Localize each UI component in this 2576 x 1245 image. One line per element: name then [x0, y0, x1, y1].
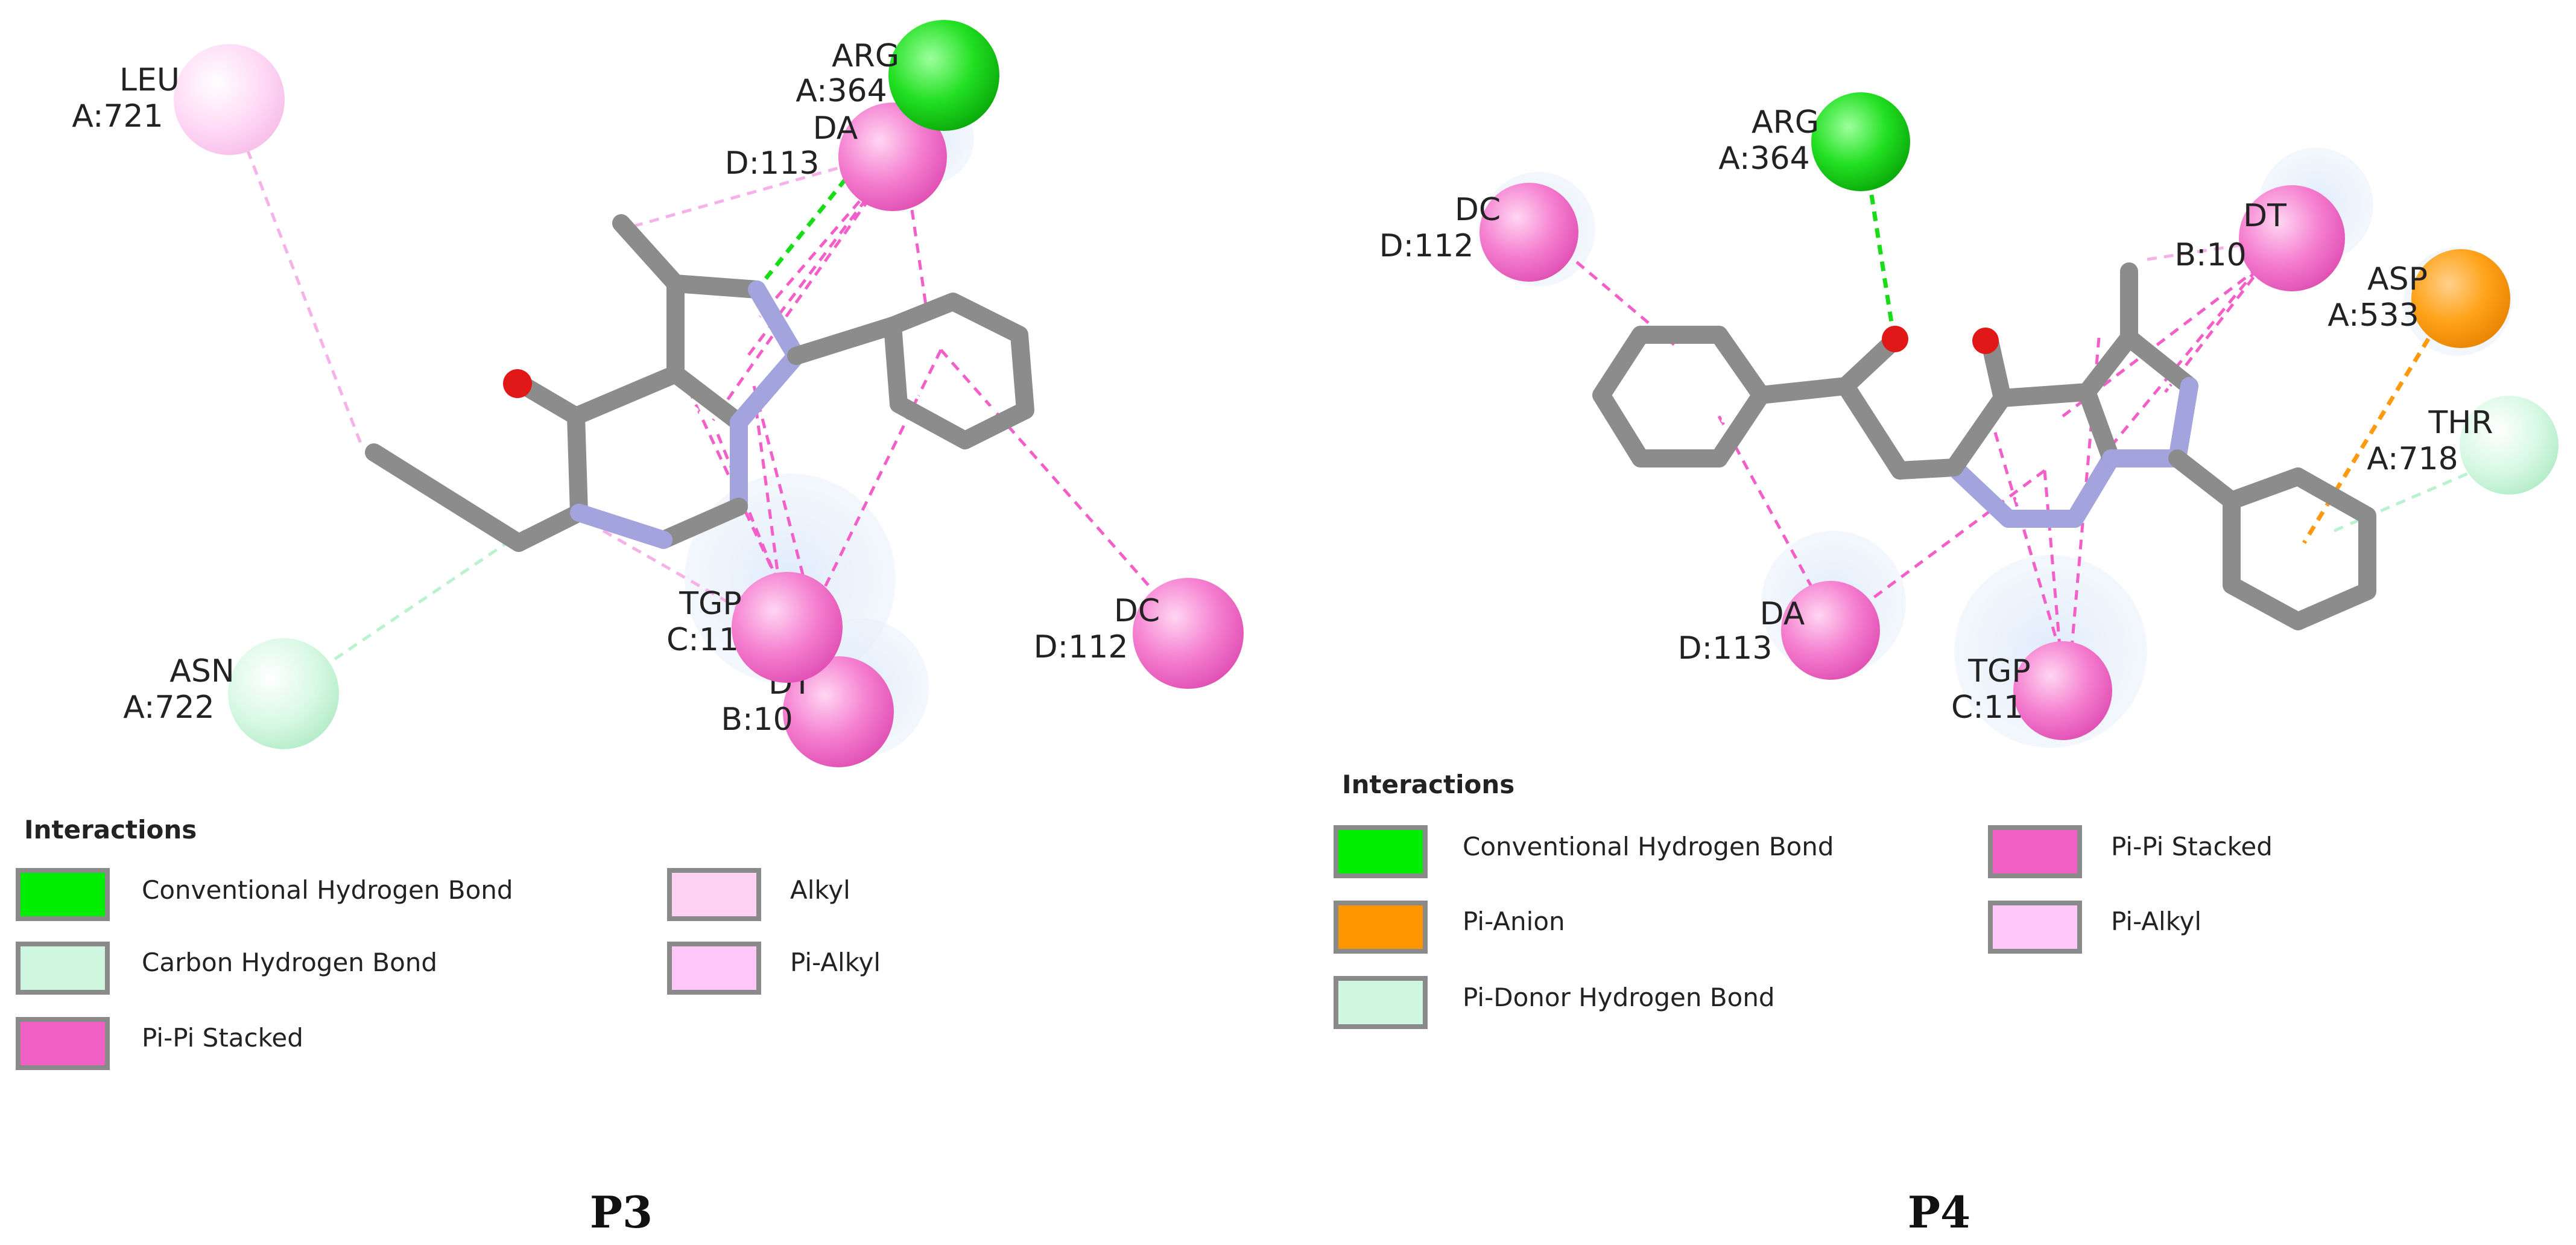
- residue-name: DC: [1455, 192, 1501, 228]
- p4-residue-dc-d112: DC D:112: [1379, 183, 1578, 282]
- residue-name: ARG: [832, 38, 899, 74]
- residue-id: A:364: [796, 73, 887, 109]
- residue-id: B:10: [2174, 237, 2246, 273]
- p3-residue-leu-a721: LEU A:721: [72, 44, 285, 155]
- residue-name: DA: [1760, 596, 1805, 632]
- panel-caption: P4: [1908, 1186, 1970, 1238]
- p3-carbonyl-oxygen-atom: [503, 369, 532, 398]
- residue-id: D:113: [725, 145, 820, 182]
- residue-id: C:11: [666, 622, 739, 658]
- residue-id: A:718: [2367, 441, 2458, 477]
- legend-label: Conventional Hydrogen Bond: [142, 875, 513, 905]
- residue-name: DT: [2243, 198, 2286, 234]
- legend-item-pi-alkyl: Pi-Alkyl: [1988, 901, 2201, 954]
- p4-ligand: [1592, 262, 2376, 630]
- panel-p3: LEU A:721 DA D:113 ARG A:364 DT B:10 TGP…: [16, 20, 1244, 1238]
- legend-item-pi-pi-stacked: Pi-Pi Stacked: [16, 1017, 303, 1070]
- legend-label: Alkyl: [790, 875, 850, 905]
- p4-carbonyl-oxygen-atom: [1972, 328, 1999, 354]
- p4-residue-thr-a718: THR A:718: [2367, 396, 2559, 495]
- p4-residue-dt-b10: DT B:10: [2174, 185, 2345, 291]
- residue-name: THR: [2428, 405, 2493, 441]
- legend-label: Pi-Donor Hydrogen Bond: [1463, 983, 1775, 1012]
- panel-caption: P3: [590, 1186, 653, 1238]
- p3-residue-asn-a722: ASN A:722: [123, 638, 339, 749]
- legend-item-pi-pi-stacked: Pi-Pi Stacked: [1988, 825, 2273, 878]
- legend-label: Pi-Anion: [1463, 907, 1565, 936]
- legend-label: Carbon Hydrogen Bond: [142, 948, 437, 977]
- p3-residue-da-d113: DA D:113: [725, 103, 947, 211]
- p3-residue-arg-a364: ARG A:364: [796, 20, 999, 131]
- legend-item-conventional-hydrogen-bond: Conventional Hydrogen Bond: [16, 868, 513, 921]
- p3-legend: Interactions Conventional Hydrogen Bond …: [16, 815, 881, 1070]
- residue-name: ASN: [169, 653, 234, 689]
- residue-id: D:112: [1379, 228, 1474, 264]
- residue-name: TGP: [1967, 653, 2030, 689]
- residue-name: DC: [1114, 593, 1160, 629]
- residue-id: B:10: [721, 702, 793, 738]
- legend-item-pi-alkyl: Pi-Alkyl: [667, 942, 881, 995]
- residue-id: D:112: [1034, 629, 1128, 665]
- legend-label: Pi-Pi Stacked: [2111, 832, 2273, 861]
- legend-label: Conventional Hydrogen Bond: [1463, 832, 1834, 861]
- p3-ligand: [365, 214, 1034, 552]
- legend-item-pi-donor-hydrogen-bond: Pi-Donor Hydrogen Bond: [1334, 976, 1775, 1029]
- legend-item-carbon-hydrogen-bond: Carbon Hydrogen Bond: [16, 942, 437, 995]
- legend-title: Interactions: [1342, 770, 1514, 799]
- p4-residue-da-d113: DA D:113: [1678, 581, 1880, 680]
- legend-item-pi-anion: Pi-Anion: [1334, 901, 1565, 954]
- legend-label: Pi-Alkyl: [790, 948, 881, 977]
- p4-residue-tgp-c11: TGP C:11: [1951, 641, 2112, 740]
- legend-item-conventional-hydrogen-bond: Conventional Hydrogen Bond: [1334, 825, 1834, 878]
- p3-residue-tgp-c11: TGP C:11: [666, 572, 843, 683]
- residue-name: ASP: [2367, 261, 2428, 297]
- residue-id: D:113: [1678, 630, 1773, 667]
- p4-legend: Interactions Conventional Hydrogen Bond …: [1334, 770, 2273, 1029]
- residue-name: DA: [813, 110, 858, 147]
- residue-id: A:533: [2328, 297, 2419, 334]
- p4-residue-arg-a364: ARG A:364: [1718, 92, 1910, 191]
- residue-name: ARG: [1752, 104, 1819, 141]
- legend-label: Pi-Alkyl: [2111, 907, 2201, 936]
- residue-id: A:722: [123, 689, 214, 726]
- p3-residue-dc-d112: DC D:112: [1034, 578, 1244, 689]
- residue-name: LEU: [119, 62, 180, 98]
- legend-title: Interactions: [24, 815, 197, 844]
- residue-name: TGP: [679, 586, 741, 622]
- legend-label: Pi-Pi Stacked: [142, 1023, 303, 1053]
- residue-id: A:364: [1718, 141, 1809, 177]
- panel-p4: ARG A:364 DC D:112 DT B:10 ASP A:533 THR…: [1334, 92, 2559, 1238]
- p4-ketone-oxygen-atom: [1882, 326, 1908, 352]
- residue-id: C:11: [1951, 689, 2024, 726]
- legend-item-alkyl: Alkyl: [667, 868, 850, 921]
- p4-residue-asp-a533: ASP A:533: [2328, 249, 2510, 348]
- residue-id: A:721: [72, 98, 163, 135]
